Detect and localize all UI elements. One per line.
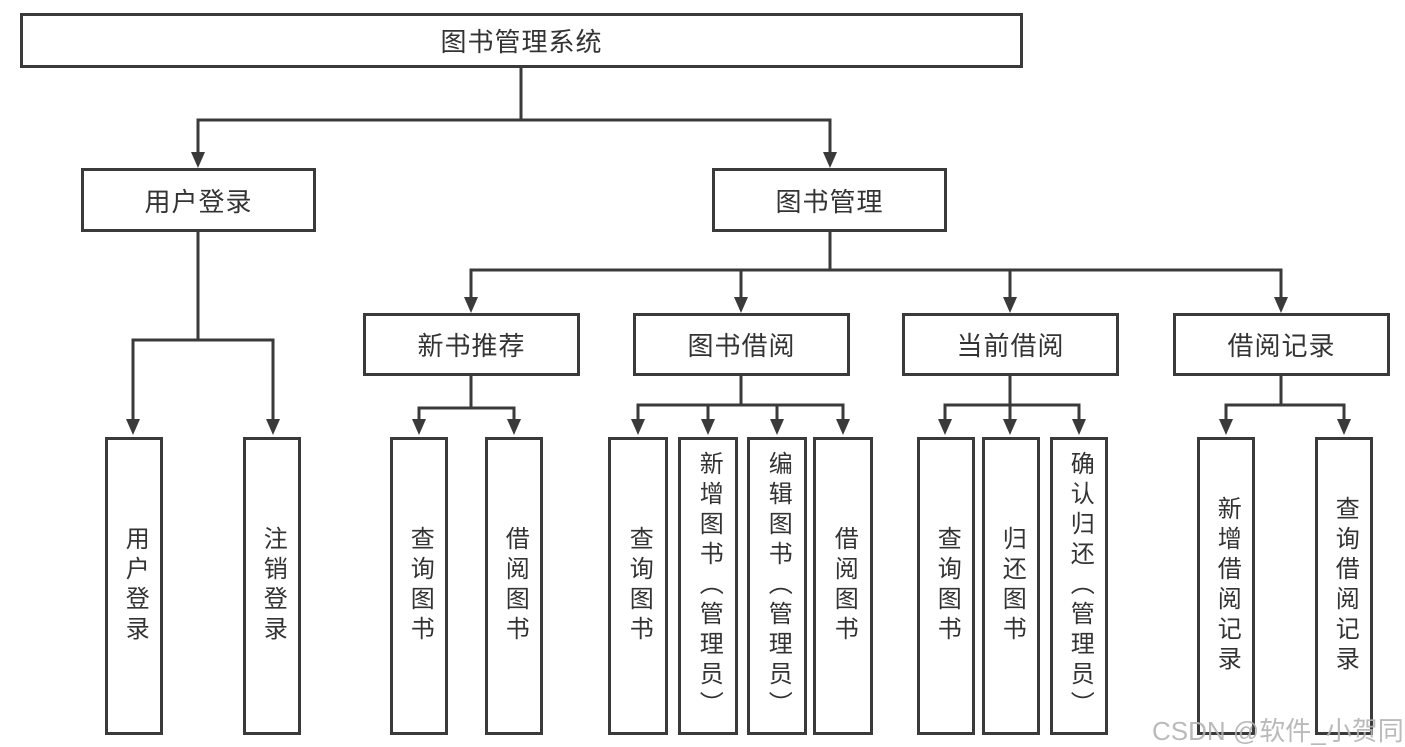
node-user-login: 用户登录 [81, 168, 316, 232]
node-label: 当前借阅 [956, 331, 1065, 361]
node-book-borrowing: 图书借阅 [633, 313, 850, 376]
node-current-borrowing: 当前借阅 [902, 313, 1119, 376]
leaf-query-books-borrowing: 查询图书 [608, 437, 668, 735]
node-label: 查询图书 [933, 526, 961, 646]
leaf-logout: 注销登录 [243, 437, 301, 735]
leaf-edit-book-admin: 编辑图书（管理员） [747, 437, 807, 735]
node-book-management: 图书管理 [712, 168, 947, 232]
connector-arrows [126, 120, 1351, 435]
leaf-query-books-current: 查询图书 [917, 437, 975, 735]
leaf-query-books-recommend: 查询图书 [390, 437, 448, 735]
leaf-user-login: 用户登录 [105, 437, 163, 735]
node-label: 用户登录 [121, 526, 149, 646]
leaf-confirm-return-admin: 确认归还（管理员） [1050, 437, 1108, 735]
node-label: 图书借阅 [687, 331, 796, 361]
node-label: 新增借阅记录 [1213, 496, 1241, 676]
node-label: 用户登录 [144, 186, 253, 217]
node-label: 图书管理 [775, 186, 884, 217]
node-label: 查询图书 [625, 526, 653, 646]
node-label: 新增图书（管理员） [695, 451, 723, 721]
node-label: 确认归还（管理员） [1066, 451, 1094, 721]
node-label: 查询图书 [406, 526, 434, 646]
node-label: 编辑图书（管理员） [764, 451, 792, 721]
node-label: 新书推荐 [417, 331, 526, 361]
leaf-return-books: 归还图书 [982, 437, 1040, 735]
node-borrow-records: 借阅记录 [1173, 313, 1390, 376]
node-library-management-system: 图书管理系统 [20, 13, 1023, 68]
connector-trunks [131, 68, 1346, 410]
node-label: 查询借阅记录 [1331, 496, 1359, 676]
node-label: 归还图书 [998, 526, 1026, 646]
node-label: 图书管理系统 [440, 27, 603, 57]
node-label: 借阅图书 [501, 526, 529, 646]
leaf-borrow-books-recommend: 借阅图书 [485, 437, 543, 735]
node-label: 借阅图书 [830, 526, 858, 646]
leaf-add-borrow-record: 新增借阅记录 [1197, 437, 1255, 735]
node-label: 借阅记录 [1227, 331, 1336, 361]
node-label: 注销登录 [259, 526, 287, 646]
leaf-add-book-admin: 新增图书（管理员） [678, 437, 738, 735]
leaf-borrow-books-borrowing: 借阅图书 [813, 437, 873, 735]
node-new-book-recommend: 新书推荐 [363, 313, 580, 376]
leaf-query-borrow-record: 查询借阅记录 [1315, 437, 1373, 735]
